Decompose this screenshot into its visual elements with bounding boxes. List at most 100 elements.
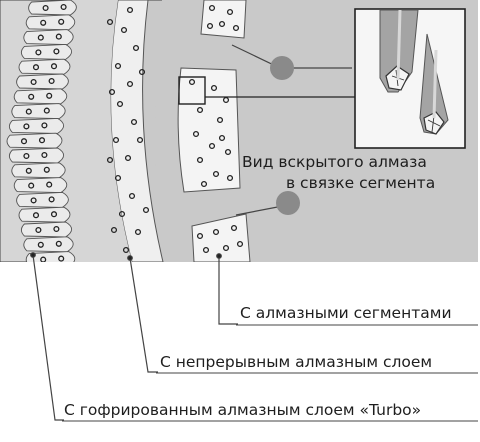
turbo-tooth xyxy=(13,177,68,194)
rim-grain xyxy=(120,26,128,34)
turbo-tooth xyxy=(25,251,76,262)
diamond-segment xyxy=(200,0,247,39)
rim-grain xyxy=(106,156,114,164)
segment-grain xyxy=(218,134,226,142)
annotation-line-2: в связке сегмента xyxy=(286,174,435,192)
rim-grain xyxy=(126,6,134,14)
segment-grain xyxy=(202,246,210,254)
label-turbo: С гофрированным алмазным слоем «Turbo» xyxy=(64,401,421,419)
turbo-grain xyxy=(40,19,47,26)
turbo-grain xyxy=(23,123,30,130)
rim-grain xyxy=(106,18,114,26)
turbo-tooth xyxy=(16,73,69,90)
callout-dot-bottom xyxy=(276,191,300,215)
rim-grain xyxy=(142,206,150,214)
rim-grain xyxy=(134,228,142,236)
turbo-grain xyxy=(28,93,35,100)
segment-grain xyxy=(216,116,224,124)
turbo-grain xyxy=(23,152,30,160)
zoom-marker-box xyxy=(178,76,206,105)
turbo-tooth xyxy=(23,29,74,46)
rim-grain xyxy=(122,246,130,254)
turbo-tooth xyxy=(11,103,66,120)
rim-grain xyxy=(118,210,126,218)
segment-callouts xyxy=(178,44,356,216)
diamond-segment xyxy=(177,67,241,193)
rim-grain xyxy=(108,88,116,96)
annotation-line-1: Вид вскрытого алмаза xyxy=(242,153,427,171)
segment-grain xyxy=(188,78,196,86)
segment-grain xyxy=(196,106,204,114)
segment-grain xyxy=(196,232,204,240)
rim-grain xyxy=(132,44,140,52)
segment-grain xyxy=(226,174,234,182)
segment-grain xyxy=(196,156,204,164)
leader-dot-continuous xyxy=(127,255,133,261)
leader-continuous xyxy=(129,257,158,373)
turbo-tooth xyxy=(8,117,65,134)
turbo-grain xyxy=(55,33,62,40)
turbo-grain xyxy=(25,167,32,174)
turbo-tooth xyxy=(18,58,71,75)
turbo-grain xyxy=(40,256,47,262)
turbo-grain xyxy=(41,151,48,159)
turbo-grain xyxy=(37,34,44,41)
turbo-grain xyxy=(50,63,58,70)
turbo-tooth xyxy=(28,0,77,16)
leader-dot-turbo xyxy=(30,252,36,258)
zoom-inset xyxy=(354,8,466,149)
label-continuous: С непрерывным алмазным слоем xyxy=(160,353,432,371)
inset-grain-stripe xyxy=(396,10,438,119)
segment-grain xyxy=(200,180,208,188)
diamond-grains xyxy=(20,3,244,262)
turbo-grain xyxy=(35,226,42,234)
turbo-tooth xyxy=(16,191,69,208)
turbo-grain xyxy=(46,181,53,188)
segment-grain xyxy=(226,8,234,16)
turbo-tooth xyxy=(25,14,76,31)
leader-lines xyxy=(30,252,238,421)
segment-grain xyxy=(212,228,220,236)
turbo-tooth xyxy=(13,88,68,105)
rim-grain xyxy=(114,174,122,182)
segment-grain xyxy=(232,24,240,32)
label-segments: С алмазными сегментами xyxy=(240,304,452,322)
turbo-grain xyxy=(58,18,65,25)
rim-grain xyxy=(130,118,138,126)
callout-dot-top xyxy=(270,56,294,80)
turbo-grain xyxy=(38,137,46,144)
turbo-teeth xyxy=(6,0,77,262)
rim-grain xyxy=(138,68,146,76)
turbo-grain xyxy=(37,241,44,248)
turbo-grain xyxy=(43,107,50,114)
rim-grain xyxy=(128,192,136,200)
turbo-grain xyxy=(28,182,35,189)
turbo-grain xyxy=(48,196,55,203)
segment-grain xyxy=(224,148,232,156)
turbo-tooth xyxy=(20,221,73,238)
turbo-grain xyxy=(50,211,58,218)
segment-grain xyxy=(236,240,244,248)
rim-grain xyxy=(114,62,122,70)
segment-grain xyxy=(210,84,218,92)
turbo-grain xyxy=(32,212,40,219)
segment-grain xyxy=(222,244,230,252)
rim-grain xyxy=(126,80,134,88)
leader-segments xyxy=(218,256,238,325)
turbo-grain xyxy=(46,92,53,99)
turbo-grain xyxy=(30,197,37,204)
turbo-grain xyxy=(30,78,37,86)
continuous-diamond-rim xyxy=(110,0,164,262)
segment-grain xyxy=(192,130,200,138)
turbo-grain xyxy=(32,64,40,71)
turbo-grain xyxy=(53,225,60,233)
leader-dot-segments xyxy=(216,253,222,259)
segment-grain xyxy=(206,22,214,30)
segment-grain xyxy=(218,20,226,28)
turbo-grain xyxy=(55,240,62,247)
turbo-tooth xyxy=(6,132,63,149)
turbo-tooth xyxy=(20,43,73,60)
turbo-grain xyxy=(60,3,67,11)
segment-grain xyxy=(208,4,216,12)
segment-grain xyxy=(208,142,216,150)
